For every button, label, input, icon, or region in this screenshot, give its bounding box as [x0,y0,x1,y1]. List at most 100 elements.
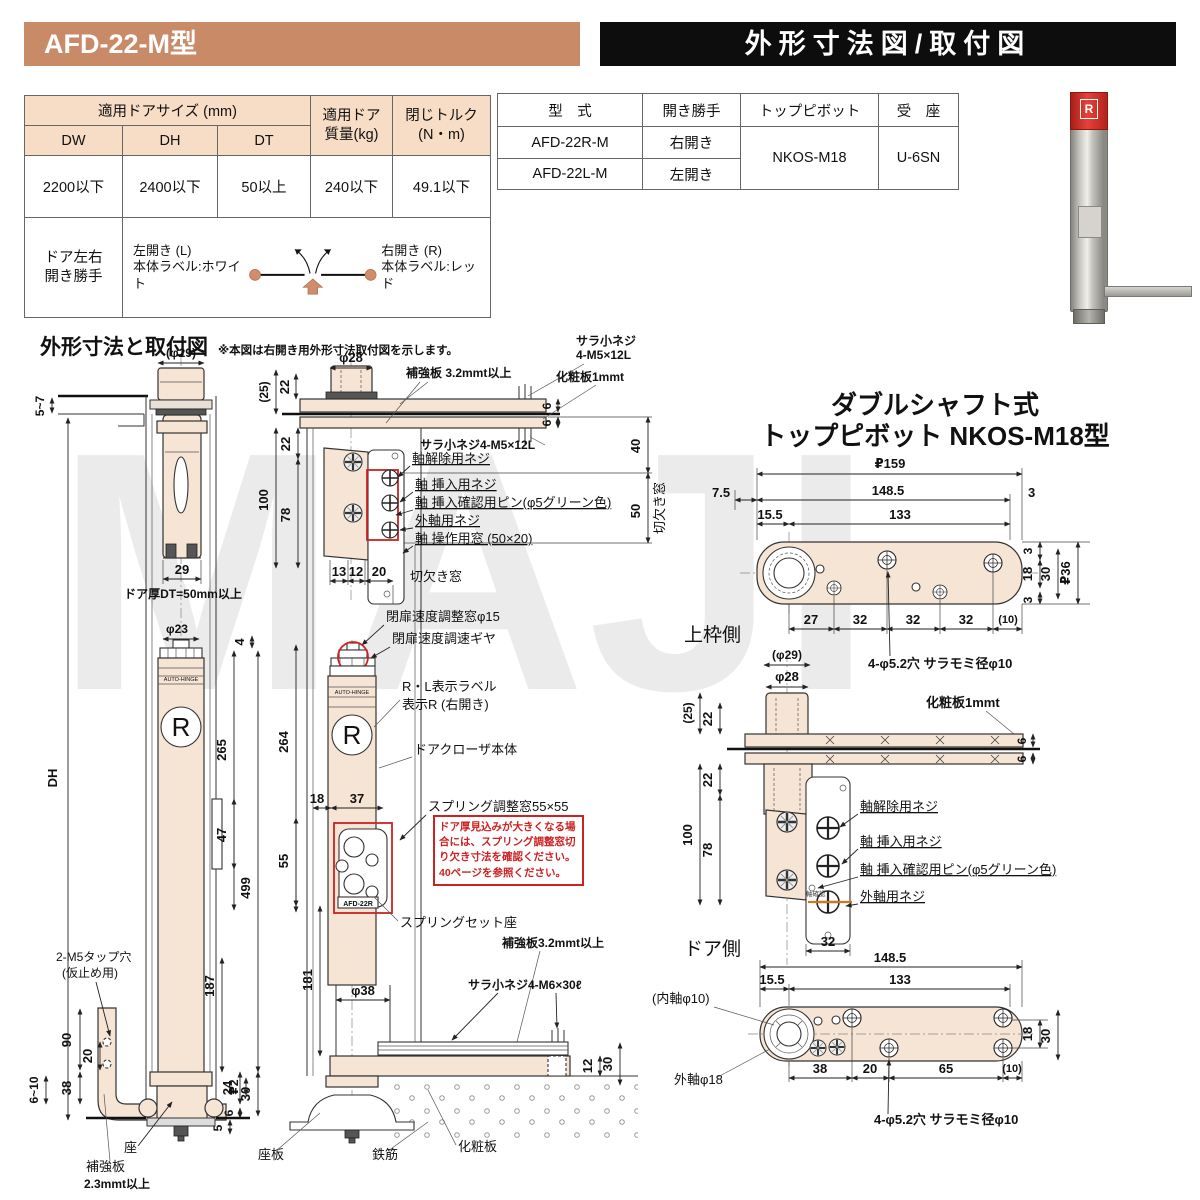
spec-handing-label: ドア左右 開き勝手 [24,217,123,318]
label-screw-top-2: 4-M5×12L [576,348,631,362]
label-tap-hole-2: (仮止め用) [62,966,118,980]
dim-dh: DH [45,769,60,788]
label-shaft-insert: 軸 挿入用ネジ [415,477,497,492]
label-holes-door: 4-φ5.2穴 サラモミ径φ10 [874,1112,1018,1127]
label-screw-bottom: サラ小ネジ4-M6×30ℓ [468,977,582,992]
model-header-pivot: トップピボット [740,93,879,127]
product-r-label: R [1080,99,1098,119]
dim-gap-5-7: 5~7 [33,395,47,416]
drawing-heading-text: 外形寸法と取付図 [40,336,208,359]
dim-100-pivot: 100 [680,824,695,846]
label-notch-window: 切欠き窓 [410,569,462,584]
label-inner-shaft: (内軸φ10) [652,991,710,1006]
label-screw-top-1: サラ小ネジ [576,333,636,348]
dim-38-door: 38 [813,1061,827,1076]
dim-22b: 22 [278,437,293,451]
dim-265: 265 [214,739,229,761]
spec-dh-value: 2400以下 [122,155,218,218]
r-mark-a: R [172,712,191,742]
mid-door-section-drawing: 補強板 3.2mmt以上 サラ小ネジ 4-M5×12L 化粧板1mmt サラ小ネ… [227,333,667,1162]
dim-6b-pivot: 6 [1015,755,1029,762]
dim-15-5-door: 15.5 [759,972,784,987]
label-shaft-check-tiny: 軸確認 [806,889,826,898]
label-tap-hole: 2-M5タップ穴 [56,949,131,964]
dim-dia29: (φ29) [166,346,196,360]
model-table: 型 式 開き勝手 トップピボット 受 座 AFD-22R-M 右開き NKOS-… [497,93,959,190]
dim-78: 78 [278,508,293,522]
dim-32a: 32 [853,612,867,627]
dim-40: 40 [628,439,643,453]
model-header-type: 型 式 [497,93,643,127]
dim-18-door: 18 [1020,1027,1035,1041]
technical-drawing: AUTO-HINGE R (φ29) 5~7 29 ドア厚DT=50mm以上 D… [27,333,1090,1191]
product-foot [1073,309,1105,324]
label-top-frame-side: 上枠側 [684,624,741,646]
label-shaft-release: 軸解除用ネジ [412,451,490,466]
label-shaft-pin-pivot: 軸 挿入確認用ピン(φ5グリーン色) [860,862,1056,877]
dim-3a: 3 [1028,485,1035,500]
dim-4: 4 [232,638,247,646]
dim-65-door: 65 [939,1061,953,1076]
dim-p36: ₽36 [1058,561,1073,585]
top-frame-bracket-drawing: ₽159 7.5 148.5 3 15.5 133 3 18 30 ₽36 3 … [684,456,1090,671]
handing-diagram [248,248,377,294]
dim-3c: 3 [1021,596,1035,603]
dim-dia29-pivot: (φ29) [772,648,802,662]
dim-12: 12 [349,564,363,579]
dim-78-pivot: 78 [700,843,715,857]
dim-90: 90 [59,1033,74,1047]
dim-7-5: 7.5 [712,485,730,500]
label-hokyo-2: 2.3mmt以上 [84,1176,150,1191]
model-row2-type: AFD-22L-M [497,158,643,190]
dim-dia28-pivot: φ28 [775,669,799,684]
dim-25p-pivot: (25) [681,702,695,723]
pivot-heading: ダブルシャフト式 トップピボット NKOS-M18型 [700,390,1170,451]
dim-22a: 22 [277,380,292,394]
label-notch-window-v: 切欠き窓 [652,482,667,534]
left-door-section-drawing: AUTO-HINGE R (φ29) 5~7 29 ドア厚DT=50mm以上 D… [27,346,323,1191]
spec-col-dt: DT [217,125,311,156]
handing-cell: 左開き (L) 本体ラベル:ホワイト 右開き (R) 本体ラベル:レッド [123,226,490,310]
label-door-side: ドア側 [684,938,741,960]
door-side-bracket-drawing: ドア側 148.5 15.5 133 (内軸φ10) 外軸φ18 18 30 3… [652,938,1061,1127]
dim-148-5-top: 148.5 [872,483,905,498]
spec-door-size-header: 適用ドアサイズ (mm) [24,95,311,126]
dim-38-left: 38 [59,1081,74,1095]
dim-29: 29 [175,562,189,577]
product-photo: R [1042,88,1192,333]
label-za: 座 [124,1140,137,1155]
dim-6-10: 6~10 [27,1076,41,1103]
dim-32-pivot: 32 [821,934,835,949]
dim-25p: (25) [257,381,271,402]
spec-dt-value: 50以上 [217,155,311,218]
spec-col-dh: DH [122,125,218,156]
model-row1-handing: 右開き [642,126,741,159]
dim-18: 18 [310,791,324,806]
label-kesho-bottom: 化粧板 [458,1139,497,1154]
product-arm [1104,286,1192,297]
product-mid-label [1078,206,1102,238]
dim-p159: ₽159 [875,456,906,471]
label-closer-body: ドアクローザ本体 [414,742,517,757]
label-spring-window: スプリング調整窓55×55 [428,799,569,814]
dim-6b: 6 [540,419,554,426]
body-brand-label-a: AUTO-HINGE [164,677,199,683]
label-screw-2: サラ小ネジ4-M5×12L [420,437,535,452]
model-row1-type: AFD-22R-M [497,126,643,159]
label-hokyo-top: 補強板 3.2mmt以上 [405,365,511,380]
dim-dia23: φ23 [166,622,188,636]
dim-47: 47 [214,828,229,842]
dim-20-left: 20 [80,1049,95,1063]
label-shaft-release-pivot: 軸解除用ネジ [860,799,938,814]
dim-20-door: 20 [863,1061,877,1076]
dim-10p-top: (10) [998,614,1018,626]
dim-p2: ₽2 [227,1079,241,1094]
label-speed-gear: 閉扉速度調速ギヤ [392,631,496,646]
dim-30b: 30 [600,1057,615,1071]
dim-30-top: 30 [1038,567,1053,581]
warning-box: ドア厚見込みが大きくなる場合には、スプリング調整窓切り欠き寸法を確認ください。4… [433,815,584,886]
dim-499: 499 [238,877,253,899]
model-seat-value: U-6SN [878,126,959,190]
dim-148-5-door: 148.5 [874,950,907,965]
label-holes-top: 4-φ5.2穴 サラモミ径φ10 [868,656,1012,671]
